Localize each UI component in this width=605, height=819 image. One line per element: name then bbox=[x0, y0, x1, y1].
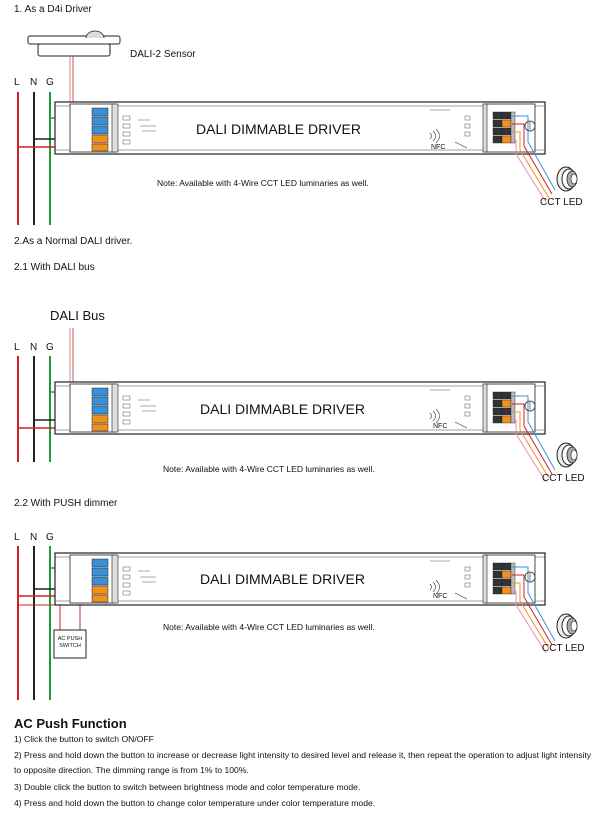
driver-box-push bbox=[54, 552, 578, 654]
mains-g-label: G bbox=[46, 532, 54, 543]
cct-led-label: CCT LED bbox=[542, 643, 585, 654]
note-text: Note: Available with 4-Wire CCT LED lumi… bbox=[163, 464, 375, 474]
mains-l-label: L bbox=[14, 532, 20, 543]
cct-led-label: CCT LED bbox=[540, 197, 583, 208]
diagram-push-dimmer bbox=[17, 546, 578, 700]
diagram-dali-bus bbox=[17, 328, 578, 483]
dali-bus-label: DALI Bus bbox=[50, 308, 105, 323]
driver-title: DALI DIMMABLE DRIVER bbox=[200, 571, 365, 587]
ac-push-item: 1) Click the button to switch ON/OFF bbox=[14, 734, 154, 744]
heading-d4i: 1. As a D4i Driver bbox=[14, 4, 92, 15]
note-text: Note: Available with 4-Wire CCT LED lumi… bbox=[157, 178, 369, 188]
ac-push-item: 4) Press and hold down the button to cha… bbox=[14, 798, 376, 808]
heading-with-dali-bus: 2.1 With DALI bus bbox=[14, 262, 95, 273]
note-text: Note: Available with 4-Wire CCT LED lumi… bbox=[163, 622, 375, 632]
cct-led-label: CCT LED bbox=[542, 473, 585, 484]
dali2-sensor-device bbox=[27, 30, 121, 108]
driver-title: DALI DIMMABLE DRIVER bbox=[196, 121, 361, 137]
push-switch-label: AC PUSH SWITCH bbox=[57, 636, 83, 649]
wiring-diagrams bbox=[17, 30, 578, 700]
nfc-label: NFC bbox=[433, 423, 448, 430]
heading-normal-dali: 2.As a Normal DALI driver. bbox=[14, 236, 133, 247]
ac-push-title: AC Push Function bbox=[14, 716, 127, 731]
mains-l-label: L bbox=[14, 342, 20, 353]
nfc-label: NFC bbox=[433, 593, 448, 600]
heading-with-push-dimmer: 2.2 With PUSH dimmer bbox=[14, 498, 118, 509]
mains-n-label: N bbox=[30, 77, 38, 88]
mains-n-label: N bbox=[30, 532, 38, 543]
mains-g-label: G bbox=[46, 77, 54, 88]
ac-push-item: 3) Double click the button to switch bet… bbox=[14, 782, 361, 792]
nfc-label: NFC bbox=[431, 144, 446, 151]
mains-n-label: N bbox=[30, 342, 38, 353]
diagram-d4i bbox=[17, 30, 578, 225]
push-switch-box bbox=[53, 629, 87, 659]
driver-title: DALI DIMMABLE DRIVER bbox=[200, 401, 365, 417]
mains-l-label: L bbox=[14, 77, 20, 88]
mains-g-label: G bbox=[46, 342, 54, 353]
ac-push-item: 2) Press and hold down the button to inc… bbox=[14, 750, 592, 775]
dali2-sensor-label: DALI-2 Sensor bbox=[130, 49, 196, 60]
